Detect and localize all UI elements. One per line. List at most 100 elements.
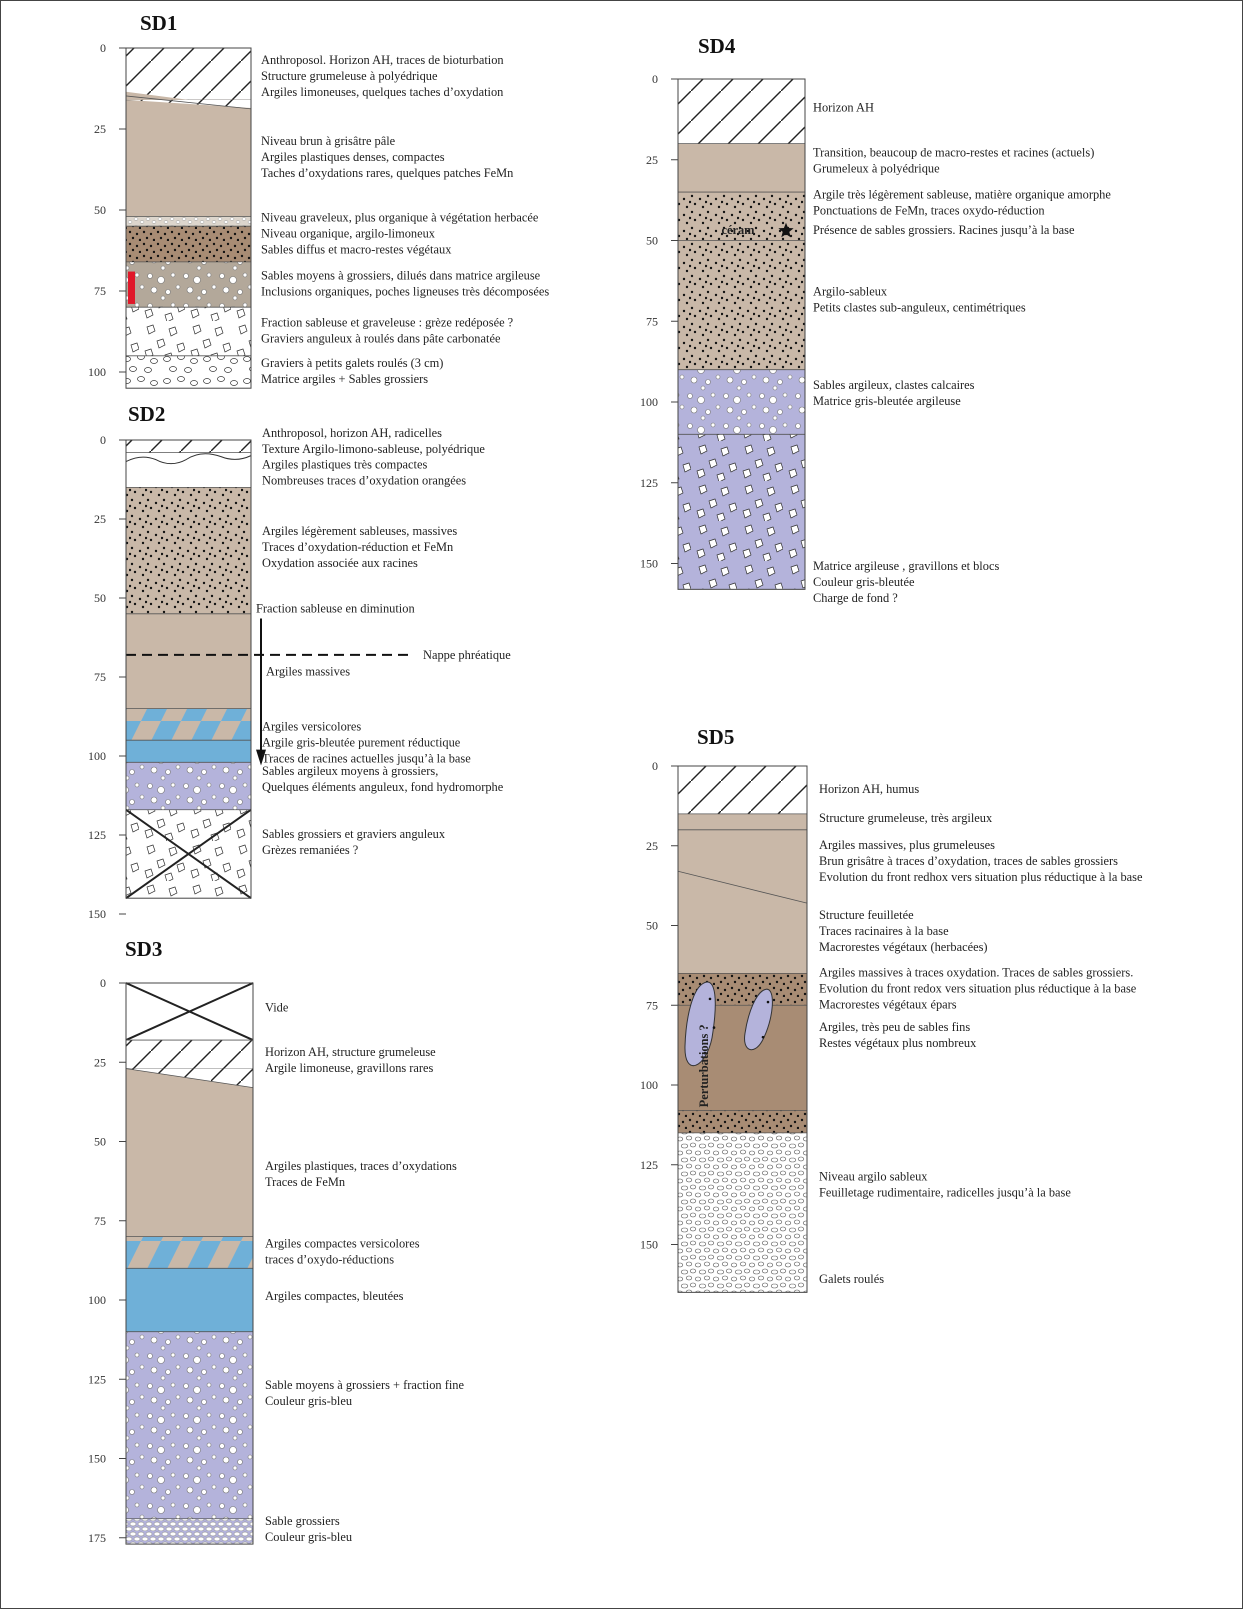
depth-label: 0: [100, 433, 106, 447]
description-line: Sables argileux moyens à grossiers,: [262, 764, 438, 778]
description-line: Horizon AH, humus: [819, 782, 919, 796]
description-line: Matrice argiles + Sables grossiers: [261, 372, 428, 386]
description-line: Niveau organique, argilo-limoneux: [261, 227, 436, 241]
description-line: Argiles compactes, bleutées: [265, 1289, 404, 1303]
layer-horizon-ah: [678, 766, 807, 814]
description-line: Horizon AH, structure grumeleuse: [265, 1045, 436, 1059]
description-line: Texture Argilo-limono-sableuse, polyédri…: [262, 442, 485, 456]
depth-label: 75: [94, 1214, 106, 1228]
description-line: Sables argileux, clastes calcaires: [813, 378, 975, 392]
depth-label: 100: [88, 1293, 106, 1307]
perturbation-lens: [684, 981, 716, 1067]
description-line: Argile gris-bleutée purement réductique: [262, 736, 461, 750]
description-line: Argiles limoneuses, quelques taches d’ox…: [261, 85, 503, 99]
layer-bleutees: [126, 1268, 253, 1332]
cross-mark: [125, 982, 254, 1041]
description-line: Graviers anguleux à roulés dans pâte car…: [261, 332, 501, 346]
layer-grumeleuse: [678, 813, 807, 830]
description-line: Couleur gris-bleu: [265, 1530, 352, 1544]
depth-label: 50: [94, 1135, 106, 1149]
description-line: Fraction sableuse et graveleuse : grèze …: [261, 316, 513, 330]
depth-label: 25: [94, 122, 106, 136]
layer-matrice-argileuse: [678, 434, 805, 590]
depth-label: 150: [640, 1238, 658, 1252]
description-line: Graviers à petits galets roulés (3 cm): [261, 356, 443, 370]
layer-sable-moyens: [126, 1331, 253, 1519]
profile-title-sd2: SD2: [128, 402, 165, 426]
description-line: Petits clastes sub-anguleux, centimétriq…: [813, 300, 1026, 314]
description-line: Ponctuations de FeMn, traces oxydo-réduc…: [813, 204, 1045, 218]
description-line: Argiles, très peu de sables fins: [819, 1020, 970, 1034]
sample-marker: [128, 271, 135, 304]
profile-title-sd3: SD3: [125, 937, 162, 961]
description-line: Horizon AH: [813, 100, 874, 114]
depth-label: 50: [94, 203, 106, 217]
lens-dot: [761, 1035, 765, 1039]
description-line: Sables grossiers et graviers anguleux: [262, 827, 446, 841]
description-line: Anthroposol, horizon AH, radicelles: [262, 426, 442, 440]
nappe-annotation: Nappe phréatique: [423, 648, 511, 662]
depth-label: 75: [646, 314, 658, 328]
layer-organique: [126, 226, 251, 262]
layer-gris-bleutee: [126, 740, 251, 763]
description-line: Feuilletage rudimentaire, radicelles jus…: [819, 1186, 1071, 1200]
cross-mark: [125, 808, 252, 900]
layer-argiles-massives: [678, 829, 807, 974]
depth-label: 100: [640, 395, 658, 409]
description-line: Argiles plastiques denses, compactes: [261, 150, 445, 164]
description-line: Anthroposol. Horizon AH, traces de biotu…: [261, 53, 504, 67]
depth-label: 0: [652, 72, 658, 86]
description-line: Galets roulés: [819, 1272, 884, 1286]
description-line: Argilo-sableux: [813, 284, 888, 298]
description-line: Argile très légèrement sableuse, matière…: [813, 188, 1111, 202]
description-line: Traces d’oxydation-réduction et FeMn: [262, 540, 453, 554]
description-line: Argile limoneuse, gravillons rares: [265, 1061, 434, 1075]
depth-label: 0: [100, 976, 106, 990]
description-line: Sables diffus et macro-restes végétaux: [261, 243, 452, 257]
perturbations-label: Perturbations ?: [697, 1024, 711, 1107]
description-line: Oxydation associée aux racines: [262, 556, 418, 570]
depth-label: 125: [88, 1372, 106, 1386]
description-line: Nombreuses traces d’oxydation orangées: [262, 473, 466, 487]
massives-annotation: Argiles massives: [266, 664, 350, 678]
description-line: Traces racinaires à la base: [819, 924, 949, 938]
description-line: Structure feuilletée: [819, 908, 914, 922]
description-line: Traces de racines actuelles jusqu’à la b…: [262, 752, 471, 766]
layer-anthroposol-ah: [126, 440, 251, 453]
depth-label: 125: [640, 1158, 658, 1172]
layer-anthroposol-ah: [126, 48, 251, 100]
depth-label: 0: [652, 759, 658, 773]
lens-dot: [708, 997, 712, 1001]
layer-base-organique: [678, 1110, 807, 1133]
redox-front-line: [677, 870, 808, 904]
description-line: Macrorestes végétaux (herbacées): [819, 940, 988, 954]
depth-label: 25: [646, 839, 658, 853]
layer-graveleux: [126, 216, 251, 227]
description-line: Argiles massives, plus grumeleuses: [819, 838, 995, 852]
description-line: Sable grossiers: [265, 1514, 340, 1528]
layer-argiles-massives: [126, 613, 251, 709]
perturbation-lens: [744, 988, 773, 1051]
description-line: Vide: [265, 1001, 289, 1015]
layer-versicolores: [126, 1236, 253, 1269]
lens-dot: [766, 1000, 770, 1004]
depth-label: 25: [94, 512, 106, 526]
depth-label: 150: [640, 557, 658, 571]
ceram-star-icon: [778, 222, 794, 238]
description-line: Niveau graveleux, plus organique à végét…: [261, 210, 539, 224]
depth-label: 0: [100, 41, 106, 55]
ceram-label: céram: [721, 223, 755, 237]
description-line: Argiles versicolores: [262, 720, 361, 734]
sloping-contact-line: [125, 95, 252, 110]
layer-argilo-sableux: [678, 240, 805, 370]
depth-label: 125: [640, 476, 658, 490]
description-line: Quelques éléments anguleux, fond hydromo…: [262, 780, 504, 794]
layer-transition: [678, 143, 805, 193]
lens-dot: [703, 1051, 707, 1055]
